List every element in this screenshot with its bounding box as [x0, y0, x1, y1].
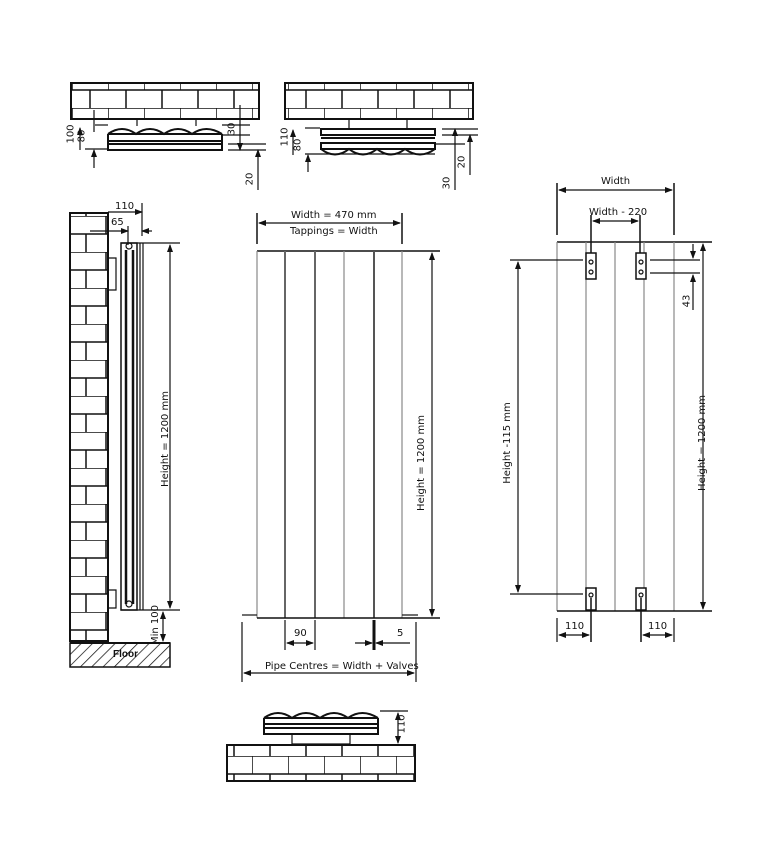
dim-plan-left-30: 30 [226, 122, 238, 136]
dim-plan-mid-20: 20 [456, 155, 468, 169]
dim-offset-5: 5 [397, 628, 404, 639]
dim-top-43: 43 [681, 294, 693, 308]
dim-plan-bottom-110: 110 [396, 714, 408, 734]
front-width-label: Width = 470 mm [291, 210, 377, 221]
min-clearance-label: Min 100 [150, 604, 162, 646]
plan-view-top-left [70, 82, 266, 190]
side-height-label: Height = 1200 mm [159, 391, 171, 487]
plan-view-bottom [226, 710, 416, 782]
dim-plan-mid-80: 80 [292, 138, 304, 152]
rear-width-label: Width [601, 176, 631, 187]
dim-rear-left-110: 110 [565, 621, 585, 632]
front-view [241, 213, 440, 682]
dim-plan-left-100: 100 [65, 124, 77, 144]
dim-plan-left-20: 20 [244, 172, 256, 186]
dim-plan-mid-110: 110 [279, 127, 291, 147]
tappings-label: Tappings = Width [290, 226, 378, 237]
dim-panel-gap-90: 90 [294, 628, 307, 639]
dim-rear-right-110: 110 [648, 621, 668, 632]
pipe-centres-label: Pipe Centres = Width + Valves [265, 661, 419, 672]
dim-plan-left-80: 80 [76, 129, 88, 143]
plan-view-top-middle [284, 82, 478, 190]
front-height-label: Height = 1200 mm [415, 415, 427, 511]
side-view [69, 203, 180, 668]
dim-plan-mid-30: 30 [441, 176, 453, 190]
bracket-height-label: Height -115 mm [501, 402, 513, 484]
rear-height-label: Height = 1200 mm [696, 395, 708, 491]
floor-label: Floor [113, 649, 138, 660]
rear-view [510, 183, 712, 642]
dim-side-110: 110 [115, 201, 135, 212]
dim-side-65: 65 [111, 217, 124, 228]
bracket-width-label: Width - 220 [589, 207, 648, 218]
